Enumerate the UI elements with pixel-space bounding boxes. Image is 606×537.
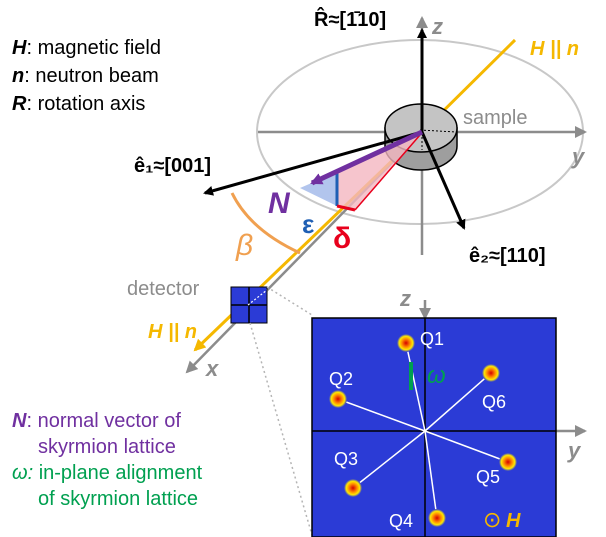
z-axis-label: z (431, 14, 443, 39)
beta-label: β (235, 229, 253, 262)
note-omega-line1: ω: in-plane alignment (12, 462, 203, 484)
q1-label: Q1 (420, 329, 444, 349)
detector-pattern (311, 300, 587, 537)
detector-small (230, 286, 268, 324)
legend-n: n: neutron beam (12, 65, 159, 87)
e1-vector (203, 130, 423, 196)
beta-arc (230, 192, 301, 255)
note-n-line2: skyrmion lattice (38, 436, 176, 458)
delta-edge (336, 204, 356, 212)
spot-q6 (482, 364, 500, 382)
field-h-label: H (506, 510, 521, 532)
field-dot-symbol: ⊙ (483, 507, 501, 532)
h-par-n-top-label: H || n (530, 38, 579, 60)
q6-label: Q6 (482, 392, 506, 412)
n-label: N (268, 187, 291, 220)
omega-label: ω (427, 362, 446, 389)
delta-wedge (337, 135, 420, 210)
epsilon-wedge (300, 172, 337, 206)
normal-vector (310, 129, 424, 186)
q3-label: Q3 (334, 449, 358, 469)
q4-label: Q4 (389, 511, 413, 531)
sample-label: sample (463, 107, 527, 129)
pattern-z-label: z (399, 286, 411, 311)
spot-q3 (344, 479, 362, 497)
spot-q2 (329, 390, 347, 408)
h-par-n-bottom-label: H || n (148, 321, 197, 343)
e2-vector (420, 131, 466, 230)
note-omega-line2: of skyrmion lattice (38, 488, 198, 510)
delta-label: δ (333, 222, 351, 255)
legend-h: H: magnetic field (12, 37, 161, 59)
delta-line (354, 134, 421, 211)
r-hat-label: R̂≈[1̄10] (314, 6, 386, 31)
note-n-line1: N: normal vector of (12, 410, 181, 432)
q2-label: Q2 (329, 369, 353, 389)
detector-label: detector (127, 278, 200, 300)
y-axis-label: y (571, 144, 586, 169)
e2-label: ê₂≈[110] (469, 245, 546, 267)
epsilon-label: ε (302, 209, 314, 239)
spot-q4 (428, 509, 446, 527)
projection-line-bottom (249, 322, 313, 536)
projection-line-top (266, 286, 313, 316)
e1-label: ê₁≈[001] (134, 155, 211, 177)
pattern-y-label: y (567, 438, 582, 463)
spot-q5 (499, 453, 517, 471)
x-axis-label: x (205, 356, 219, 381)
q5-label: Q5 (476, 467, 500, 487)
legend-r: R: rotation axis (12, 93, 145, 115)
spot-q1 (397, 334, 415, 352)
